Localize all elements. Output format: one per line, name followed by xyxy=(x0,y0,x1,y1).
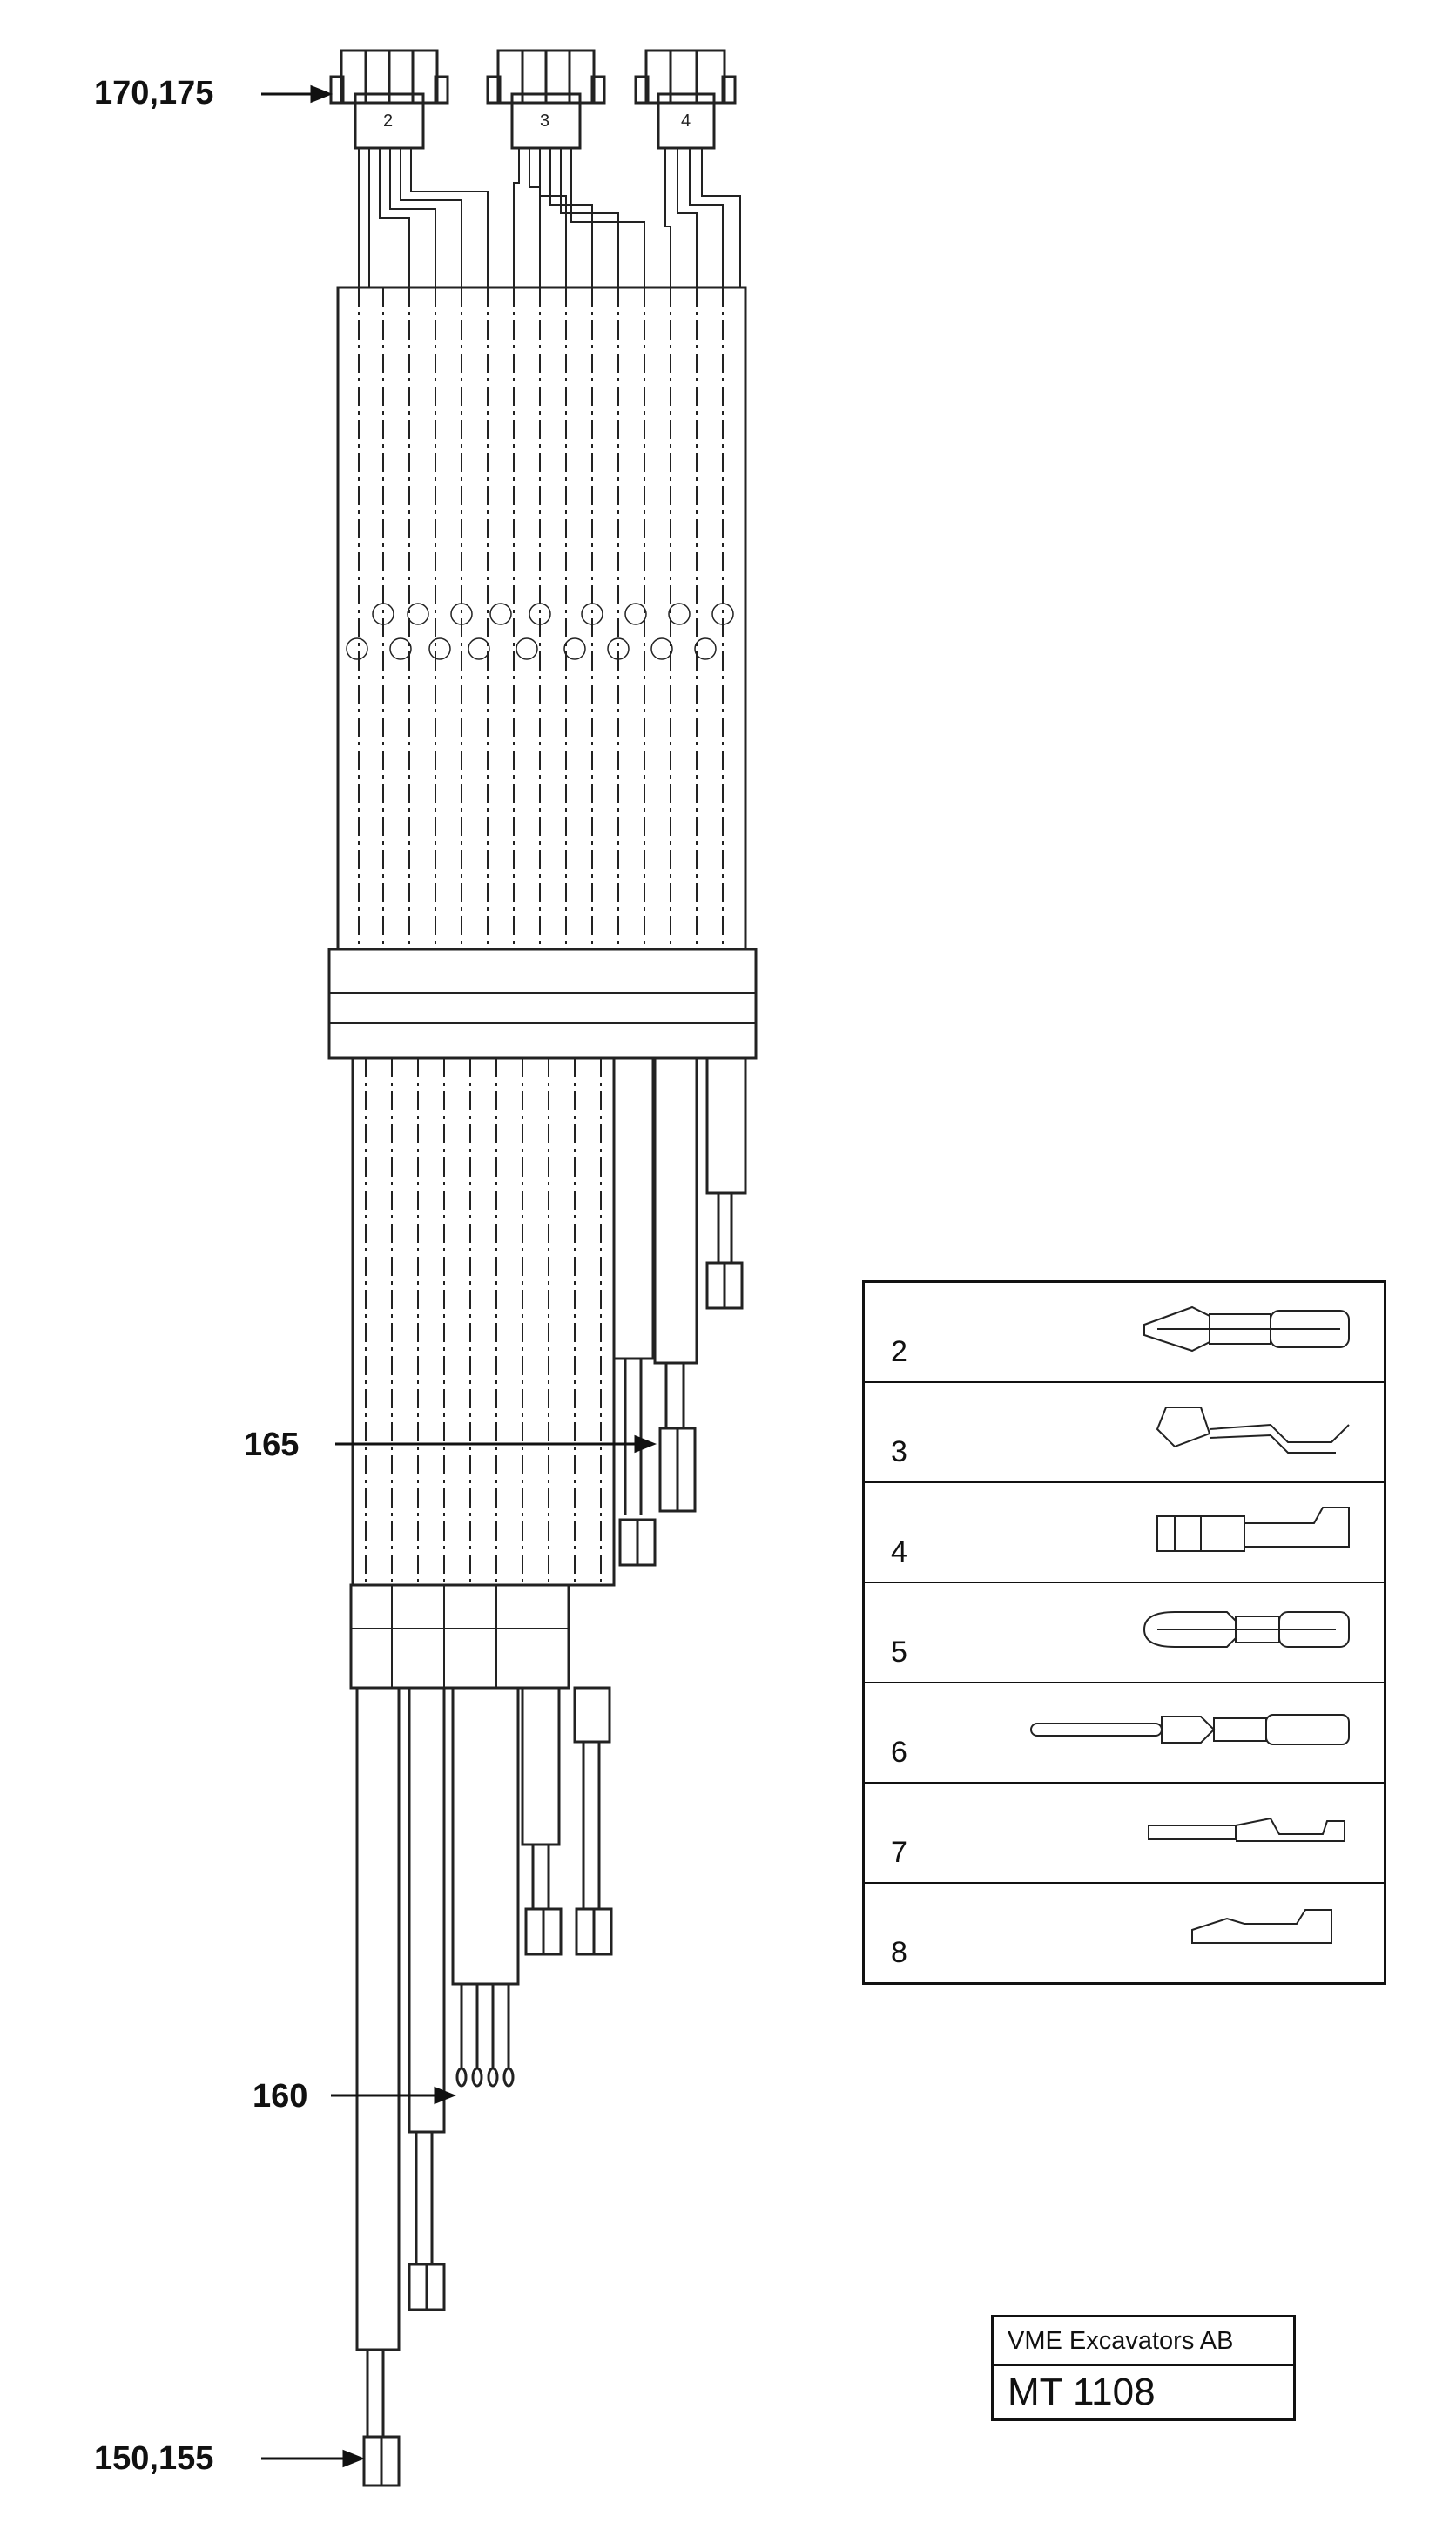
legend-number: 8 xyxy=(891,1936,907,1969)
terminal-socket-long-icon xyxy=(1143,1611,1350,1648)
harness-wires-upper xyxy=(358,287,724,949)
terminal-blade-short-icon xyxy=(1191,1909,1332,1944)
branch-mid xyxy=(653,1056,698,1513)
terminal-socket-icon xyxy=(1143,1305,1350,1353)
branch-outer xyxy=(705,1056,747,1310)
terminal-blade-icon xyxy=(1148,1817,1345,1842)
connector-3-label: 3 xyxy=(540,111,549,131)
callout-top-connectors: 170,175 xyxy=(94,75,214,111)
junction-block-upper-detail xyxy=(329,992,756,1024)
harness-sleeve-upper xyxy=(336,286,747,951)
harness-wires-middle xyxy=(365,1058,602,1585)
junction-block-upper xyxy=(327,948,758,1060)
wire-markers xyxy=(346,603,734,660)
branch-main-bottom xyxy=(355,1686,401,2487)
legend-number: 2 xyxy=(891,1335,907,1368)
legend-row: 6 xyxy=(865,1683,1384,1784)
legend-number: 4 xyxy=(891,1535,907,1568)
terminal-flag-icon xyxy=(1156,1407,1350,1454)
connector-2 xyxy=(329,49,449,150)
legend-row: 2 xyxy=(865,1283,1384,1383)
branch-lower-right-b xyxy=(521,1686,563,1956)
branch-pin-terminals xyxy=(451,1686,520,2088)
terminal-tab-icon xyxy=(1156,1507,1350,1552)
legend-row: 5 xyxy=(865,1583,1384,1683)
junction-block-lower xyxy=(349,1583,570,1690)
legend-number: 3 xyxy=(891,1435,907,1468)
callout-pin-terminals: 160 xyxy=(253,2078,308,2115)
connector-4 xyxy=(634,49,737,150)
connector-3 xyxy=(486,49,606,150)
legend-row: 4 xyxy=(865,1483,1384,1583)
branch-lower-left xyxy=(408,1686,446,2311)
legend-number: 5 xyxy=(891,1636,907,1669)
legend-row: 7 xyxy=(865,1784,1384,1884)
legend-number: 7 xyxy=(891,1836,907,1869)
connector-2-label: 2 xyxy=(383,111,393,131)
company-name: VME Excavators AB xyxy=(994,2317,1293,2366)
title-block: VME Excavators AB MT 1108 xyxy=(991,2315,1296,2421)
callout-arrows xyxy=(261,84,657,2468)
connector-wires xyxy=(358,148,741,287)
callout-bottom-connector: 150,155 xyxy=(94,2440,214,2477)
terminal-pin-icon xyxy=(1030,1714,1350,1745)
legend-number: 6 xyxy=(891,1736,907,1769)
junction-block-lower-detail xyxy=(351,1585,569,1688)
branch-lower-right-a xyxy=(573,1686,613,1956)
drawing-code: MT 1108 xyxy=(1008,2371,1156,2413)
connector-4-label: 4 xyxy=(681,111,691,131)
legend-row: 3 xyxy=(865,1383,1384,1483)
branch-inner xyxy=(612,1056,657,1567)
terminal-legend: 2 3 4 5 6 7 8 xyxy=(862,1280,1386,1985)
callout-mid-connector: 165 xyxy=(244,1427,300,1463)
legend-row: 8 xyxy=(865,1884,1384,1982)
